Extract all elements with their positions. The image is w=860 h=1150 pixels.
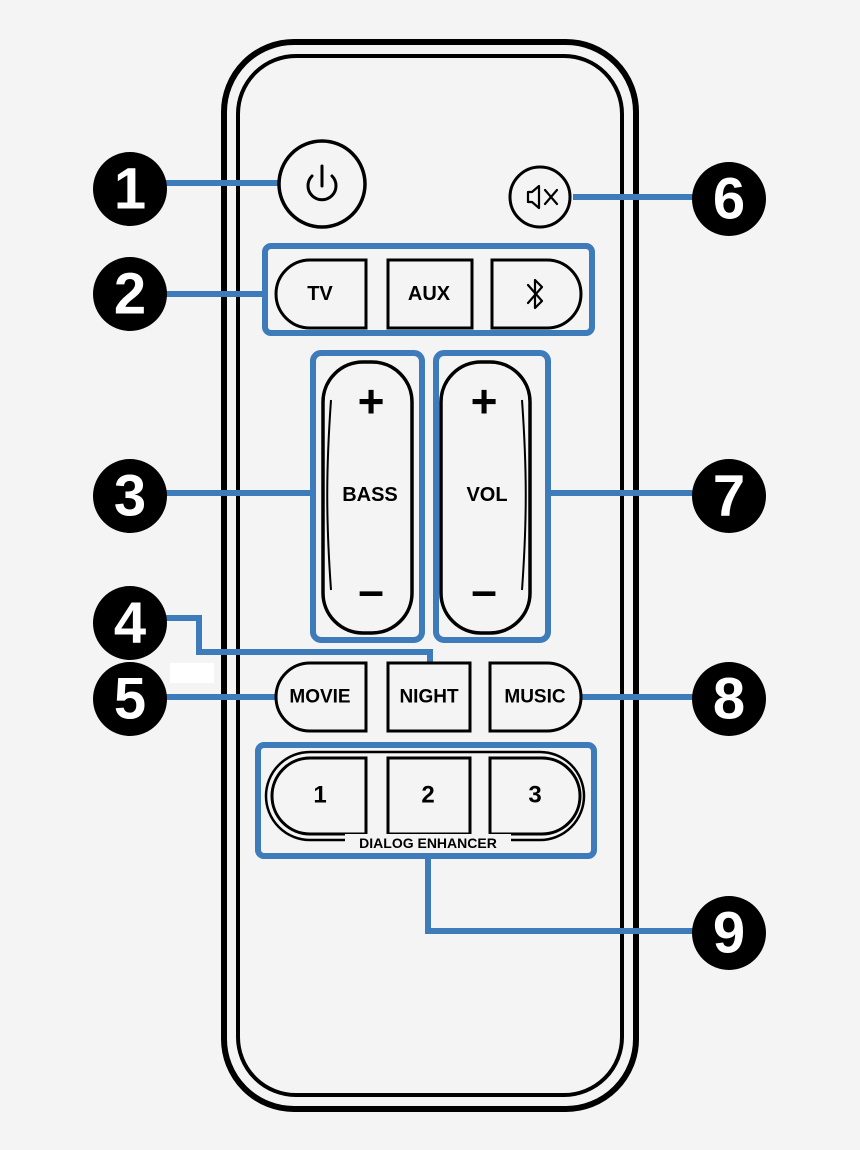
dialog-1-label: 1 <box>313 782 326 809</box>
music-button-label: MUSIC <box>504 687 566 708</box>
sound-mode-buttons: MOVIE NIGHT MUSIC <box>274 661 583 733</box>
bass-rocker: + BASS – <box>321 360 414 635</box>
power-icon <box>306 164 338 202</box>
callout-6-number: 6 <box>713 167 745 232</box>
dialog-3-label: 3 <box>528 782 541 809</box>
label-patch <box>170 663 214 683</box>
dialog-enhancer-label-bg <box>345 834 511 848</box>
callout-1-number: 1 <box>114 157 146 222</box>
dialog-enhancer-label: DIALOG ENHANCER <box>359 835 497 851</box>
mute-button[interactable] <box>508 165 572 229</box>
dialog-group-highlight <box>255 742 597 859</box>
dialog-2-label: 2 <box>421 782 434 809</box>
source-group-highlight <box>262 243 595 336</box>
callout-3: 3 <box>93 459 167 533</box>
music-button[interactable] <box>488 661 583 733</box>
callout-3-number: 3 <box>114 464 146 529</box>
bluetooth-icon <box>526 278 544 310</box>
volume-label: VOL <box>466 484 507 506</box>
bass-group-highlight <box>310 350 425 643</box>
aux-button[interactable] <box>386 258 474 330</box>
callout-2-number: 2 <box>114 262 146 327</box>
night-button-label: NIGHT <box>399 687 459 708</box>
callout-4: 4 <box>93 586 167 660</box>
leader-lines <box>150 180 710 934</box>
tv-button-label: TV <box>307 283 333 305</box>
dialog-1-button[interactable] <box>270 756 368 836</box>
power-button[interactable] <box>277 139 367 229</box>
leader-line-9 <box>425 857 710 934</box>
callout-4-number: 4 <box>114 591 146 656</box>
tv-button[interactable] <box>274 258 368 330</box>
dialog-2-button[interactable] <box>386 756 472 836</box>
volume-rocker: + VOL – <box>439 360 532 635</box>
callout-2: 2 <box>93 257 167 331</box>
callout-7-number: 7 <box>713 464 745 529</box>
callouts: 1 2 3 4 5 6 7 8 <box>93 152 766 970</box>
group-highlights <box>255 243 597 859</box>
volume-down-button[interactable]: – <box>471 564 497 616</box>
callout-7: 7 <box>692 459 766 533</box>
bass-down-button[interactable]: – <box>358 564 384 616</box>
bass-up-button[interactable]: + <box>358 375 385 427</box>
callout-6: 6 <box>692 162 766 236</box>
callout-8: 8 <box>692 662 766 736</box>
dialog-enhancer: 1 2 3 DIALOG ENHANCER <box>264 750 586 851</box>
mute-icon <box>526 184 559 210</box>
callout-9-number: 9 <box>713 901 745 966</box>
source-buttons: TV AUX <box>274 258 583 330</box>
bass-label: BASS <box>342 484 398 506</box>
callout-1: 1 <box>93 152 167 226</box>
volume-up-button[interactable]: + <box>471 375 498 427</box>
movie-button[interactable] <box>274 661 368 733</box>
callout-5: 5 <box>93 662 167 736</box>
leader-line-4 <box>150 615 433 664</box>
volume-group-highlight <box>433 350 551 643</box>
dialog-3-button[interactable] <box>488 756 582 836</box>
aux-button-label: AUX <box>408 283 451 305</box>
callout-8-number: 8 <box>713 667 745 732</box>
movie-button-label: MOVIE <box>289 687 350 708</box>
night-button[interactable] <box>386 661 472 733</box>
callout-9: 9 <box>692 896 766 970</box>
callout-5-number: 5 <box>114 667 146 732</box>
